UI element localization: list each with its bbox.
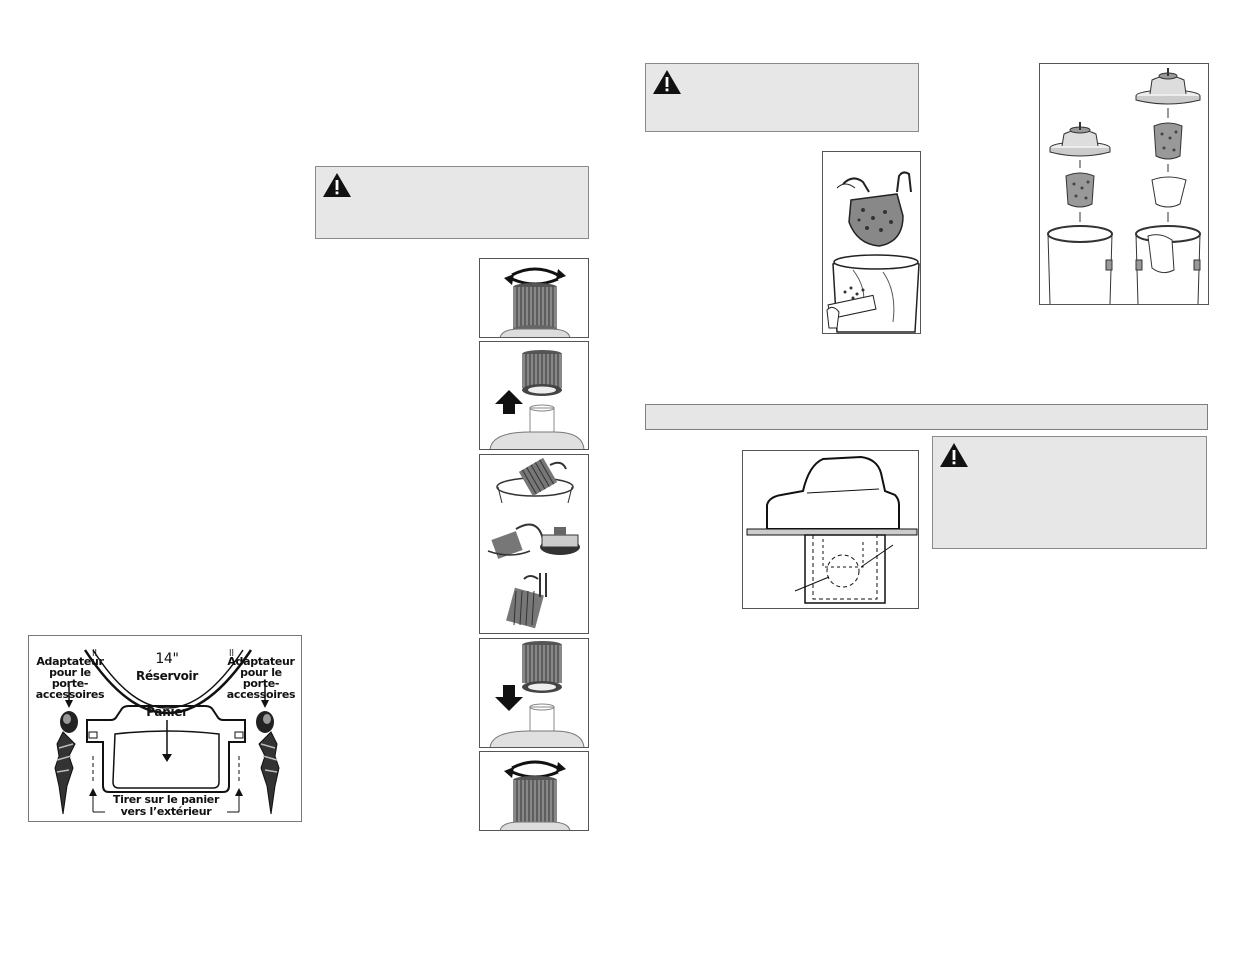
pull-basket-label-line1: Tirer sur le panier bbox=[112, 793, 220, 806]
warning-triangle-icon bbox=[323, 173, 351, 197]
rotate-arrow-icon bbox=[504, 267, 566, 286]
warning-box-left bbox=[315, 166, 589, 239]
filter-assembly-figure bbox=[1039, 63, 1209, 305]
filter-step-1-figure bbox=[479, 258, 589, 338]
svg-text:ll: ll bbox=[92, 649, 97, 659]
filter-step-4-figure bbox=[479, 638, 589, 748]
right-adapter-label: Adaptateur pour le porte-accessoires bbox=[226, 655, 296, 701]
warning-box-right-top bbox=[645, 63, 919, 132]
left-adapter-label: Adaptateur pour le porte-accessoires bbox=[35, 655, 105, 701]
vacuum-head-figure bbox=[742, 450, 919, 609]
tank-size-label: 14" bbox=[155, 651, 179, 667]
basket-label: Panier bbox=[146, 705, 188, 719]
svg-text:ll: ll bbox=[229, 649, 234, 659]
arrow-down-icon bbox=[495, 685, 523, 711]
left-adapter-icon bbox=[54, 684, 78, 815]
warning-triangle-icon bbox=[653, 70, 681, 94]
pull-basket-label-line2: vers l’extérieur bbox=[120, 805, 212, 818]
warning-box-right-bottom bbox=[932, 436, 1207, 549]
tank-label: Réservoir bbox=[136, 669, 198, 683]
basket-diagram: ll ll 14" Réservoir Panier Adaptateur po… bbox=[28, 635, 302, 822]
filter-step-5-figure bbox=[479, 751, 589, 831]
filter-cleaning-figure bbox=[479, 454, 589, 634]
filter-step-2-figure bbox=[479, 341, 589, 450]
arrow-up-icon bbox=[495, 390, 523, 414]
warning-triangle-icon bbox=[940, 443, 968, 467]
section-header-bar bbox=[645, 404, 1208, 430]
empty-bag-figure bbox=[822, 151, 921, 334]
right-adapter-icon bbox=[256, 684, 280, 815]
